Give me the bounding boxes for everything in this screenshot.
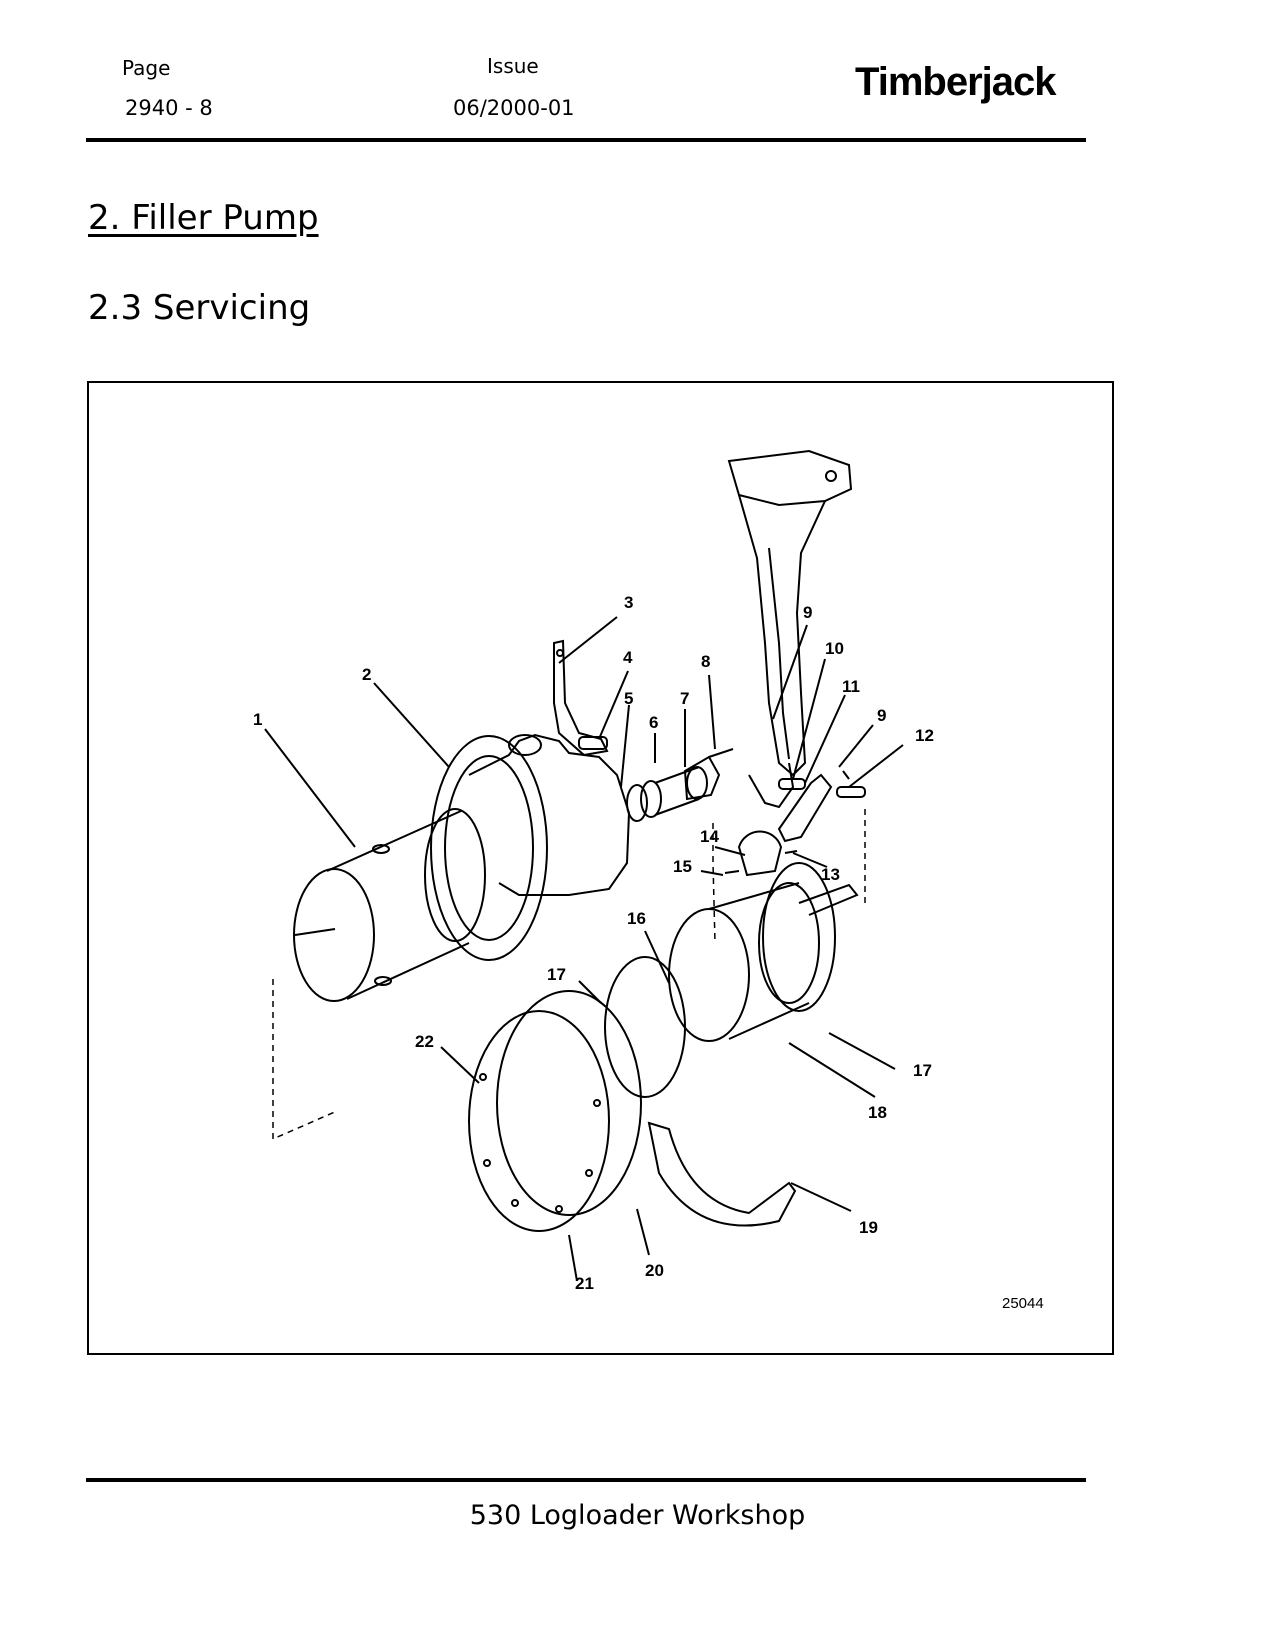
callout-6: 6 [649, 713, 658, 732]
callout-17-left: 17 [547, 965, 566, 984]
callout-2: 2 [362, 665, 371, 684]
handle-arm [738, 494, 826, 777]
callout-19: 19 [859, 1218, 878, 1237]
pump-flange [430, 735, 548, 961]
section-heading: 2. Filler Pump [88, 198, 319, 238]
exploded-view-figure: 1 2 3 4 5 6 7 8 9 10 11 9 12 14 13 15 16… [87, 381, 1114, 1355]
handle-grip [727, 449, 853, 507]
callout-8: 8 [701, 652, 710, 671]
liner-strip [647, 1121, 797, 1227]
subsection-heading: 2.3 Servicing [88, 288, 311, 328]
callout-21: 21 [575, 1274, 594, 1293]
callout-18: 18 [868, 1103, 887, 1122]
callout-17-right: 17 [913, 1061, 932, 1080]
footer-title: 530 Logloader Workshop [469, 1500, 806, 1531]
figure-number: 25044 [1002, 1295, 1044, 1312]
callout-14: 14 [700, 827, 719, 846]
callout-20: 20 [645, 1261, 664, 1280]
callout-11: 11 [842, 677, 860, 696]
callout-4: 4 [623, 648, 633, 667]
filler-pump-drawing: 1 2 3 4 5 6 7 8 9 10 11 9 12 14 13 15 16… [253, 449, 1044, 1312]
link-plate [777, 773, 833, 843]
bracket [553, 639, 609, 757]
callout-16: 16 [627, 909, 646, 928]
brand-logo: Timberjack [855, 60, 1056, 104]
callout-9-lower: 9 [877, 706, 886, 725]
issue-number: 06/2000-01 [453, 96, 575, 120]
header-rule [86, 138, 1086, 142]
callout-15: 15 [673, 857, 692, 876]
issue-label: Issue [487, 54, 539, 78]
callout-7: 7 [680, 689, 689, 708]
callout-10: 10 [825, 639, 844, 658]
callout-1: 1 [253, 710, 262, 729]
handle-arm-inner [768, 547, 790, 760]
callout-5: 5 [624, 689, 633, 708]
callout-13: 13 [821, 865, 840, 884]
footer-rule [86, 1478, 1086, 1482]
end-cover [468, 1010, 610, 1232]
valve-cap [737, 830, 783, 877]
page-number: 2940 - 8 [125, 96, 213, 120]
callout-12: 12 [915, 726, 934, 745]
callout-3: 3 [624, 593, 633, 612]
page-label: Page [122, 56, 171, 80]
callout-9-upper: 9 [803, 603, 812, 622]
pump-body [468, 733, 631, 896]
callout-22: 22 [415, 1032, 434, 1051]
